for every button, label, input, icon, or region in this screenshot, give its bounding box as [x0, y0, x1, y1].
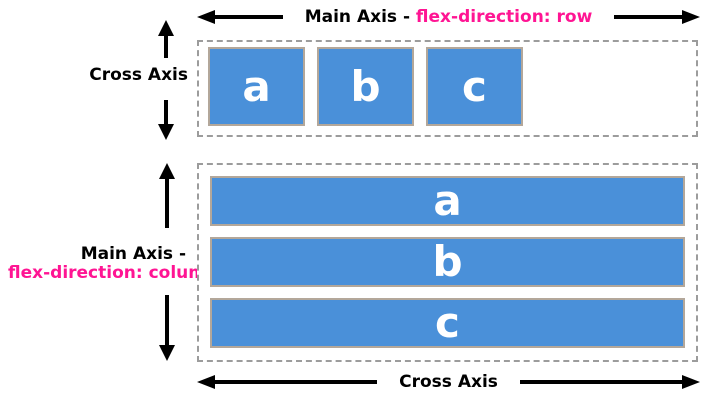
arrow-line — [215, 380, 378, 384]
main-axis-column-down-arrow-icon — [159, 295, 175, 361]
flex-item-c: c — [210, 298, 685, 348]
flex-item-c: c — [426, 47, 523, 126]
arrow-up-head-icon — [159, 163, 175, 179]
cross-axis-bottom-arrow: Cross Axis — [197, 371, 701, 393]
flex-item-b: b — [210, 237, 685, 287]
flex-item-b: b — [317, 47, 414, 126]
flex-item-a: a — [210, 176, 685, 226]
main-axis-row-label-value: flex-direction: row — [415, 7, 593, 27]
arrow-left-head-icon — [197, 10, 215, 24]
arrow-line — [165, 179, 169, 228]
main-axis-row-arrow: Main Axis - flex-direction: row — [197, 6, 700, 28]
arrow-line — [519, 380, 683, 384]
arrow-up-head-icon — [158, 20, 174, 36]
arrow-left-head-icon — [197, 375, 215, 389]
arrow-line — [164, 100, 168, 124]
arrow-down-head-icon — [159, 345, 175, 361]
flex-container-column: a b c — [197, 163, 698, 362]
arrow-right-head-icon — [682, 375, 701, 389]
main-axis-column-label-value: flex-direction: column — [8, 263, 219, 283]
arrow-line — [164, 36, 168, 58]
main-axis-column-label: Main Axis - flex-direction: column — [8, 244, 219, 283]
arrow-line — [215, 15, 283, 19]
flex-item-a: a — [208, 47, 305, 126]
arrow-line — [614, 15, 682, 19]
arrow-down-head-icon — [158, 124, 174, 140]
cross-axis-label-top: Cross Axis — [89, 65, 188, 85]
main-axis-column-label-prefix: Main Axis - — [80, 244, 186, 264]
cross-axis-down-arrow-icon — [158, 100, 174, 140]
arrow-right-head-icon — [682, 10, 700, 24]
main-axis-row-label-prefix: Main Axis - — [304, 7, 416, 27]
main-axis-row-label: Main Axis - flex-direction: row — [282, 6, 615, 28]
cross-axis-label-bottom: Cross Axis — [377, 371, 520, 393]
flex-container-row: a b c — [197, 40, 698, 137]
arrow-line — [165, 295, 169, 345]
cross-axis-up-arrow-icon — [158, 20, 174, 58]
main-axis-column-up-arrow-icon — [159, 163, 175, 228]
